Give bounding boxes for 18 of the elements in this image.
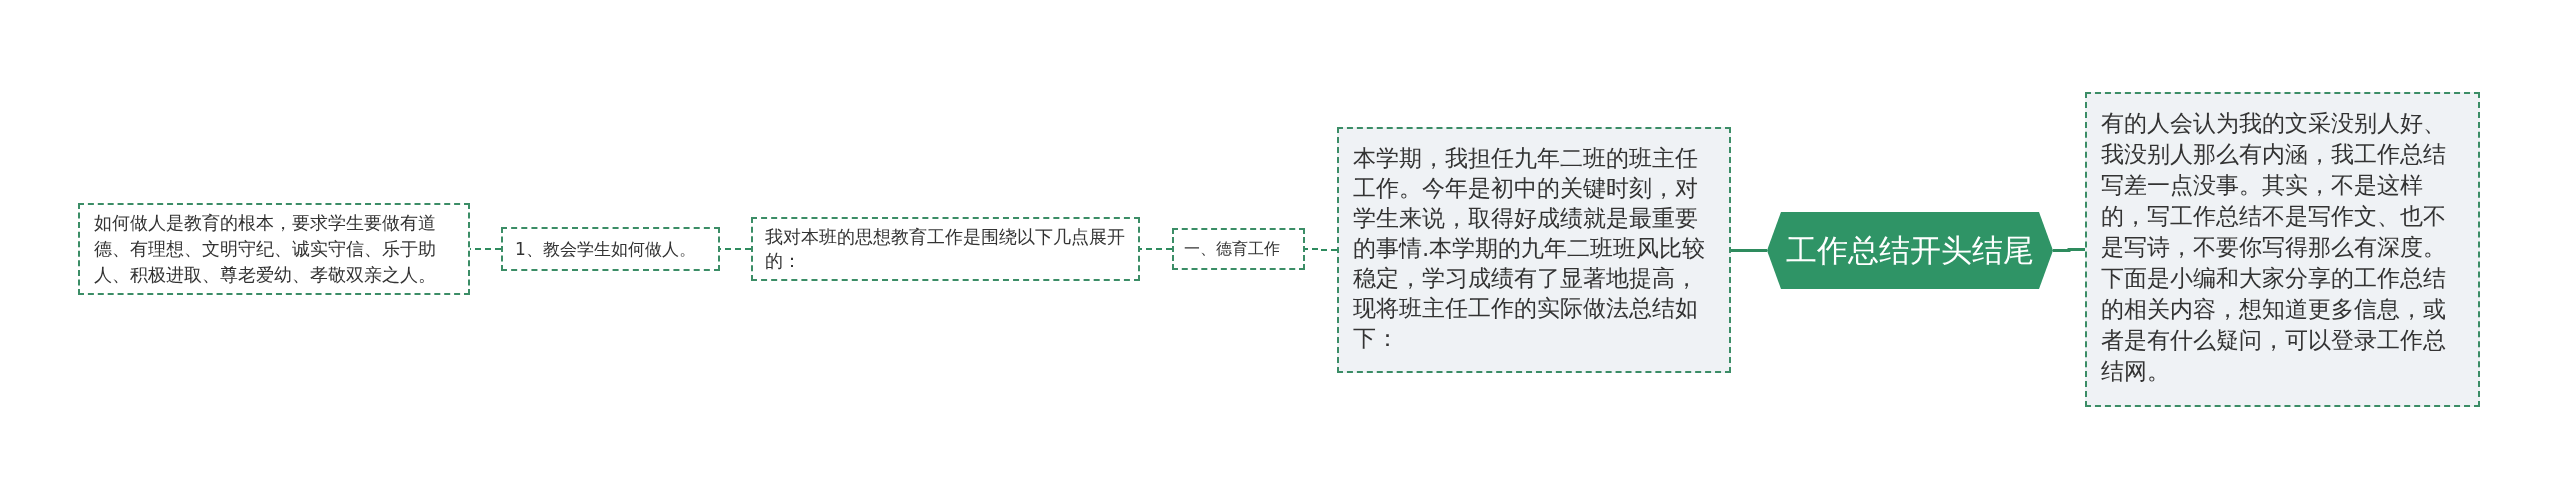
topic-box: [1337, 127, 1731, 373]
topic-box: [501, 227, 720, 271]
topic-text: 有的人会认为我的文采没别人好、我没别人那么有内涵，我工作总结写差一点没事。其实，不是这样的，写工作总结不是写作文、也不是写诗，不要你写得那么有深度。下面是小编和大家分享的工作总结的相关内容，想知道更多信息，或者是有什么疑问，可以登录工作总结网。: [2101, 109, 2447, 386]
topic-text: 本学期，我担任九年二班的班主任工作。今年是初中的关键时刻，对学生来说，取得好成绩就是最重要的事情.本学期的九年二班班风比较稳定，学习成绩有了显著地提高，现将班主任工作的实际做法总结如下：: [1353, 144, 1707, 353]
connector-line: [2053, 248, 2085, 252]
topic-text: 1、教会学生如何做人。: [515, 238, 697, 261]
central-topic-text: 工作总结开头结尾: [1786, 231, 2034, 270]
connector-line: [1139, 248, 1173, 250]
topic-text: 一、德育工作: [1184, 238, 1281, 260]
connector-line: [1304, 248, 1338, 251]
topic-box: [78, 203, 470, 295]
topic-box: [1172, 228, 1305, 270]
topic-text: 我对本班的思想教育工作是围绕以下几点展开的：: [765, 226, 1126, 273]
topic-box: [2085, 92, 2480, 407]
central-topic-hexagon: [1767, 212, 2053, 289]
topic-box: [751, 217, 1140, 281]
connector-line: [1731, 249, 1767, 252]
topic-text: 如何做人是教育的根本，要求学生要做有道德、有理想、文明守纪、诚实守信、乐于助人、积极进取、尊老爱幼、孝敬双亲之人。: [94, 211, 437, 287]
